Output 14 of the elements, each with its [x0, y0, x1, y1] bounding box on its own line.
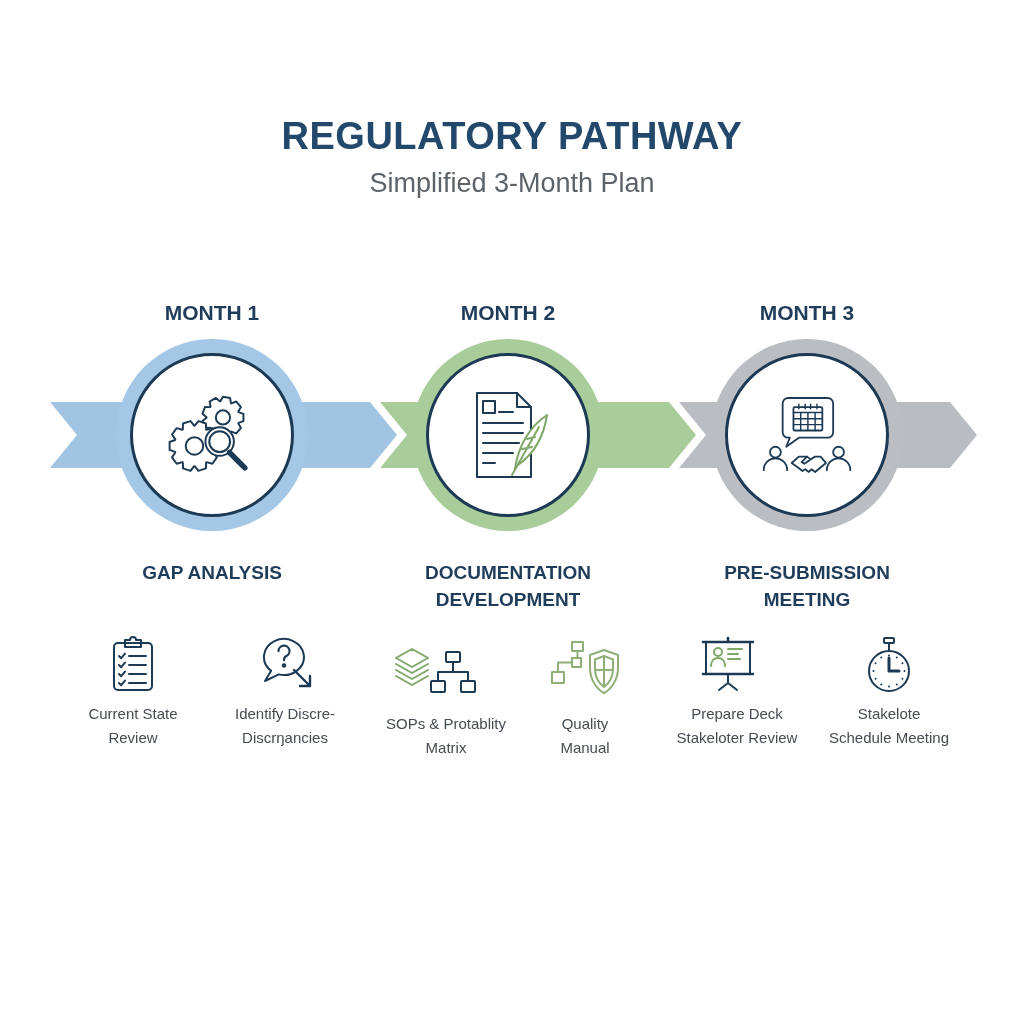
month-heading: MONTH 3	[759, 301, 855, 325]
page-title: REGULATORY PATHWAY	[281, 114, 743, 158]
phase-title: GAP ANALYSIS	[142, 561, 282, 585]
month-heading: MONTH 2	[460, 301, 556, 325]
phase-title: PRE-SUBMISSION MEETING	[723, 561, 891, 612]
task-label: Prepare Deck Stakeloter Review	[675, 704, 799, 748]
task-label: Identify Discre- Discrŋancies	[234, 704, 336, 748]
subtitle: Simplified 3-Month Plan	[369, 167, 655, 199]
task-label: Quality Manual	[559, 714, 611, 758]
task-label: SOPs & Protablity Matrix	[384, 714, 507, 758]
task-label: Current State Review	[87, 704, 179, 748]
task-label: Stakelote Schedule Meeting	[827, 704, 951, 748]
month-heading: MONTH 1	[164, 301, 260, 325]
phase-title: DOCUMENTATION DEVELOPMENT	[423, 561, 593, 612]
